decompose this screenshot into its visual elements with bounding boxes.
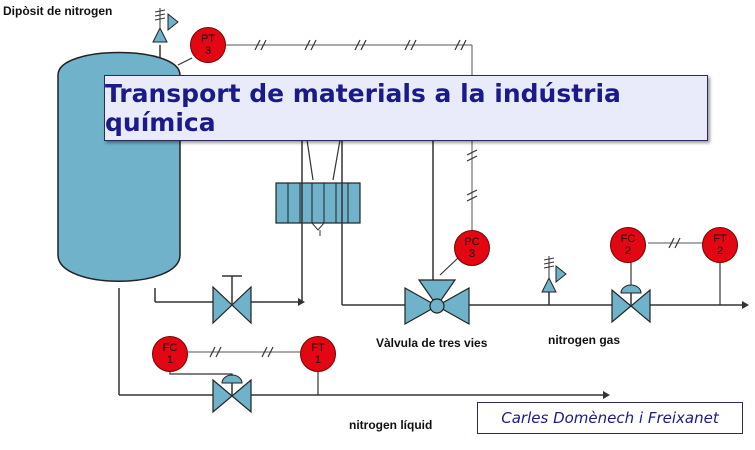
instrument-number: 1 — [166, 354, 174, 366]
author-box: Carles Domènech i Freixanet — [477, 402, 743, 434]
instrument-tag: PT — [200, 33, 216, 45]
instrument-number: 2 — [624, 245, 632, 257]
instrument-tag: FT — [311, 342, 325, 354]
relief-valve-gas — [541, 256, 567, 305]
three-way-valve — [404, 279, 470, 326]
nitrogen-gas-label: nitrogen gas — [548, 333, 621, 347]
instrument-tag: FT — [713, 233, 727, 245]
vaporizer — [275, 139, 361, 236]
block-valve — [212, 275, 252, 325]
nitrogen-liquid-label: nitrogen líquid — [349, 418, 433, 432]
instrument-ft2: FT 2 — [702, 227, 738, 263]
author-name: Carles Domènech i Freixanet — [501, 409, 719, 427]
instrument-pt3: PT 3 — [190, 27, 226, 63]
instrument-tag: FC — [162, 342, 178, 354]
three-way-valve-label: Vàlvula de tres vies — [376, 336, 488, 350]
instrument-tag: FC — [620, 233, 636, 245]
tank-label: Dipòsit de nitrogen — [3, 4, 113, 18]
instrument-fc2: FC 2 — [610, 227, 646, 263]
control-valve-gas — [611, 284, 651, 324]
instrument-pc3: PC 3 — [454, 230, 490, 266]
title-banner: Transport de materials a la indústria qu… — [104, 75, 708, 141]
instrument-ft1: FT 1 — [300, 336, 336, 372]
instrument-tag: PC — [464, 236, 480, 248]
instrument-number: 3 — [204, 45, 212, 57]
instrument-number: 1 — [314, 354, 322, 366]
instrument-number: 2 — [716, 245, 724, 257]
control-valve-liquid — [212, 374, 252, 414]
page-title: Transport de materials a la indústria qu… — [105, 79, 621, 137]
instrument-number: 3 — [468, 248, 476, 260]
instrument-fc1: FC 1 — [152, 336, 188, 372]
relief-valve-tank — [152, 8, 179, 43]
